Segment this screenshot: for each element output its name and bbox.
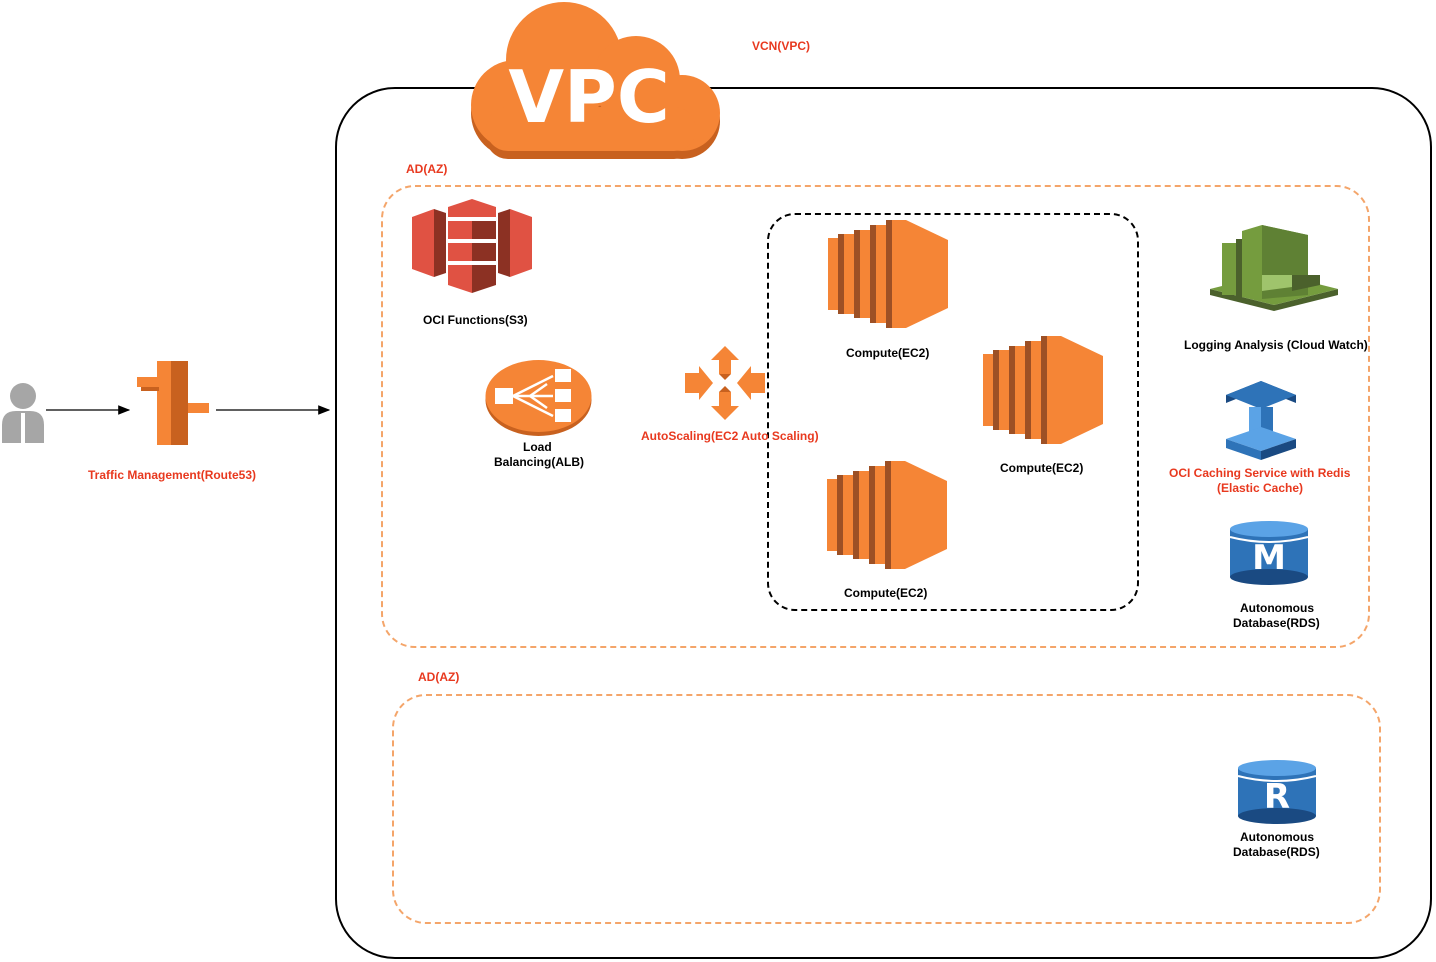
zone-1-label: AD(AZ) [406, 162, 448, 176]
vpc-label: VCN(VPC) [752, 39, 811, 53]
cache-label-line1: OCI Caching Service with Redis [1169, 466, 1351, 480]
cloudwatch-icon [1210, 225, 1338, 311]
rds-master-icon: M [1229, 521, 1309, 585]
rds-replica-icon: R [1237, 760, 1317, 824]
availability-zone-2 [392, 694, 1381, 924]
s3-bucket-icon [412, 199, 532, 293]
ec2-instance-icon [983, 336, 1103, 444]
elasticache-icon [1226, 381, 1296, 460]
vpc-boundary [335, 87, 1432, 959]
compute-2-label: Compute(EC2) [1000, 461, 1084, 475]
db-primary-label-line1: Autonomous [1240, 601, 1314, 615]
s3-label: OCI Functions(S3) [423, 313, 528, 327]
autoscaling-icon [685, 346, 765, 420]
vpc-logo-text: VPC [508, 55, 670, 139]
route53-label: Traffic Management(Route53) [88, 468, 257, 482]
zone-2-label: AD(AZ) [418, 670, 460, 684]
load-balancer-icon [485, 359, 592, 436]
autoscaling-label: AutoScaling(EC2 Auto Scaling) [641, 429, 819, 443]
route53-icon [137, 361, 209, 445]
autoscaling-group-boundary [767, 213, 1139, 611]
rds-master-glyph: M [1252, 538, 1286, 578]
ec2-instance-icon [828, 220, 948, 328]
compute-1-label: Compute(EC2) [846, 346, 930, 360]
cloudwatch-label: Logging Analysis (Cloud Watch) [1184, 338, 1368, 352]
db-replica-label-line2: Database(RDS) [1233, 845, 1320, 859]
alb-label-line2: Balancing(ALB) [494, 455, 584, 469]
user-icon [0, 381, 46, 443]
availability-zone-1 [381, 185, 1370, 648]
compute-3-label: Compute(EC2) [844, 586, 928, 600]
db-replica-label-line1: Autonomous [1240, 830, 1314, 844]
db-primary-label-line2: Database(RDS) [1233, 616, 1320, 630]
alb-label-line1: Load [523, 440, 552, 454]
vpc-cloud-icon: VPC [446, 2, 732, 160]
rds-replica-glyph: R [1263, 777, 1291, 817]
ec2-instance-icon [827, 461, 947, 569]
cache-label-line2: (Elastic Cache) [1217, 481, 1304, 495]
